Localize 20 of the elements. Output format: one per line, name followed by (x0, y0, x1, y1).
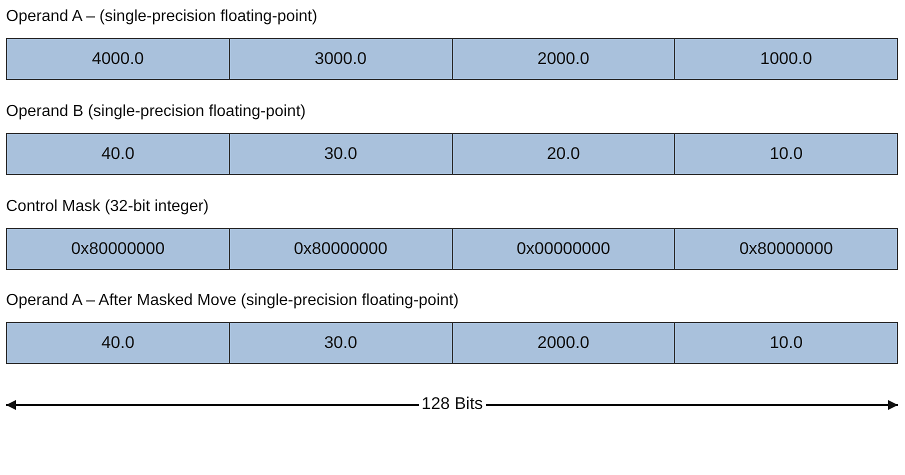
value-cell: 2000.0 (452, 38, 676, 80)
value-cell: 1000.0 (675, 38, 898, 80)
value-cell: 0x80000000 (675, 228, 898, 270)
value-cell: 0x80000000 (230, 228, 452, 270)
value-cell: 20.0 (452, 133, 676, 175)
value-cell: 10.0 (675, 133, 898, 175)
row-heading: Operand A – After Masked Move (single-precision floating-point) (6, 292, 459, 310)
value-cell: 40.0 (6, 322, 230, 364)
value-cell: 2000.0 (452, 322, 676, 364)
value-cell: 30.0 (230, 322, 452, 364)
row-heading: Operand B (single-precision floating-point) (6, 103, 306, 121)
value-cell: 4000.0 (6, 38, 230, 80)
value-cell: 30.0 (230, 133, 452, 175)
value-cell: 40.0 (6, 133, 230, 175)
value-cell: 3000.0 (230, 38, 452, 80)
row-heading: Operand A – (single-precision floating-point) (6, 8, 318, 26)
value-cell: 0x80000000 (6, 228, 230, 270)
value-cell: 10.0 (675, 322, 898, 364)
row-heading: Control Mask (32-bit integer) (6, 198, 209, 216)
value-cell: 0x00000000 (452, 228, 676, 270)
